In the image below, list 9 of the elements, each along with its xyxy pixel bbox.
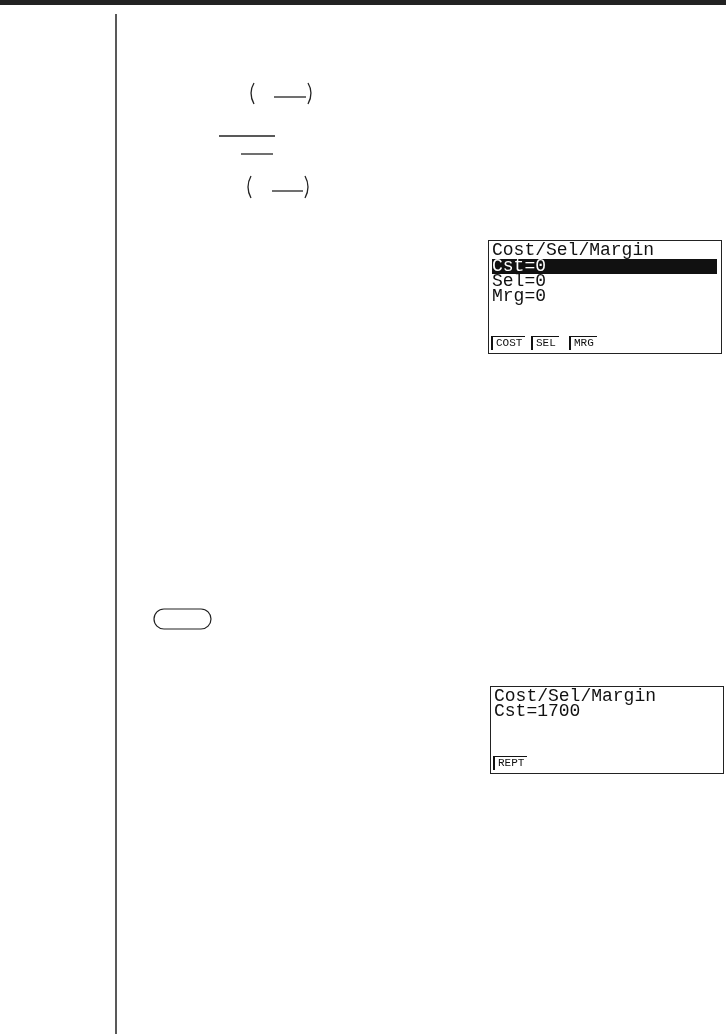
screen-text: Cost/Sel/Margin	[494, 689, 657, 704]
screen-text: Mrg=0	[492, 289, 546, 304]
function-key-tab: COST	[491, 336, 526, 350]
screen-text: Sel=0	[492, 274, 546, 289]
function-key-tab: SEL	[531, 336, 559, 350]
function-key-tab: REPT	[493, 756, 528, 770]
screen-text: Cost/Sel/Margin	[492, 243, 655, 258]
function-key-tab: MRG	[569, 336, 597, 350]
screen-text: Cst=1700	[494, 704, 581, 719]
